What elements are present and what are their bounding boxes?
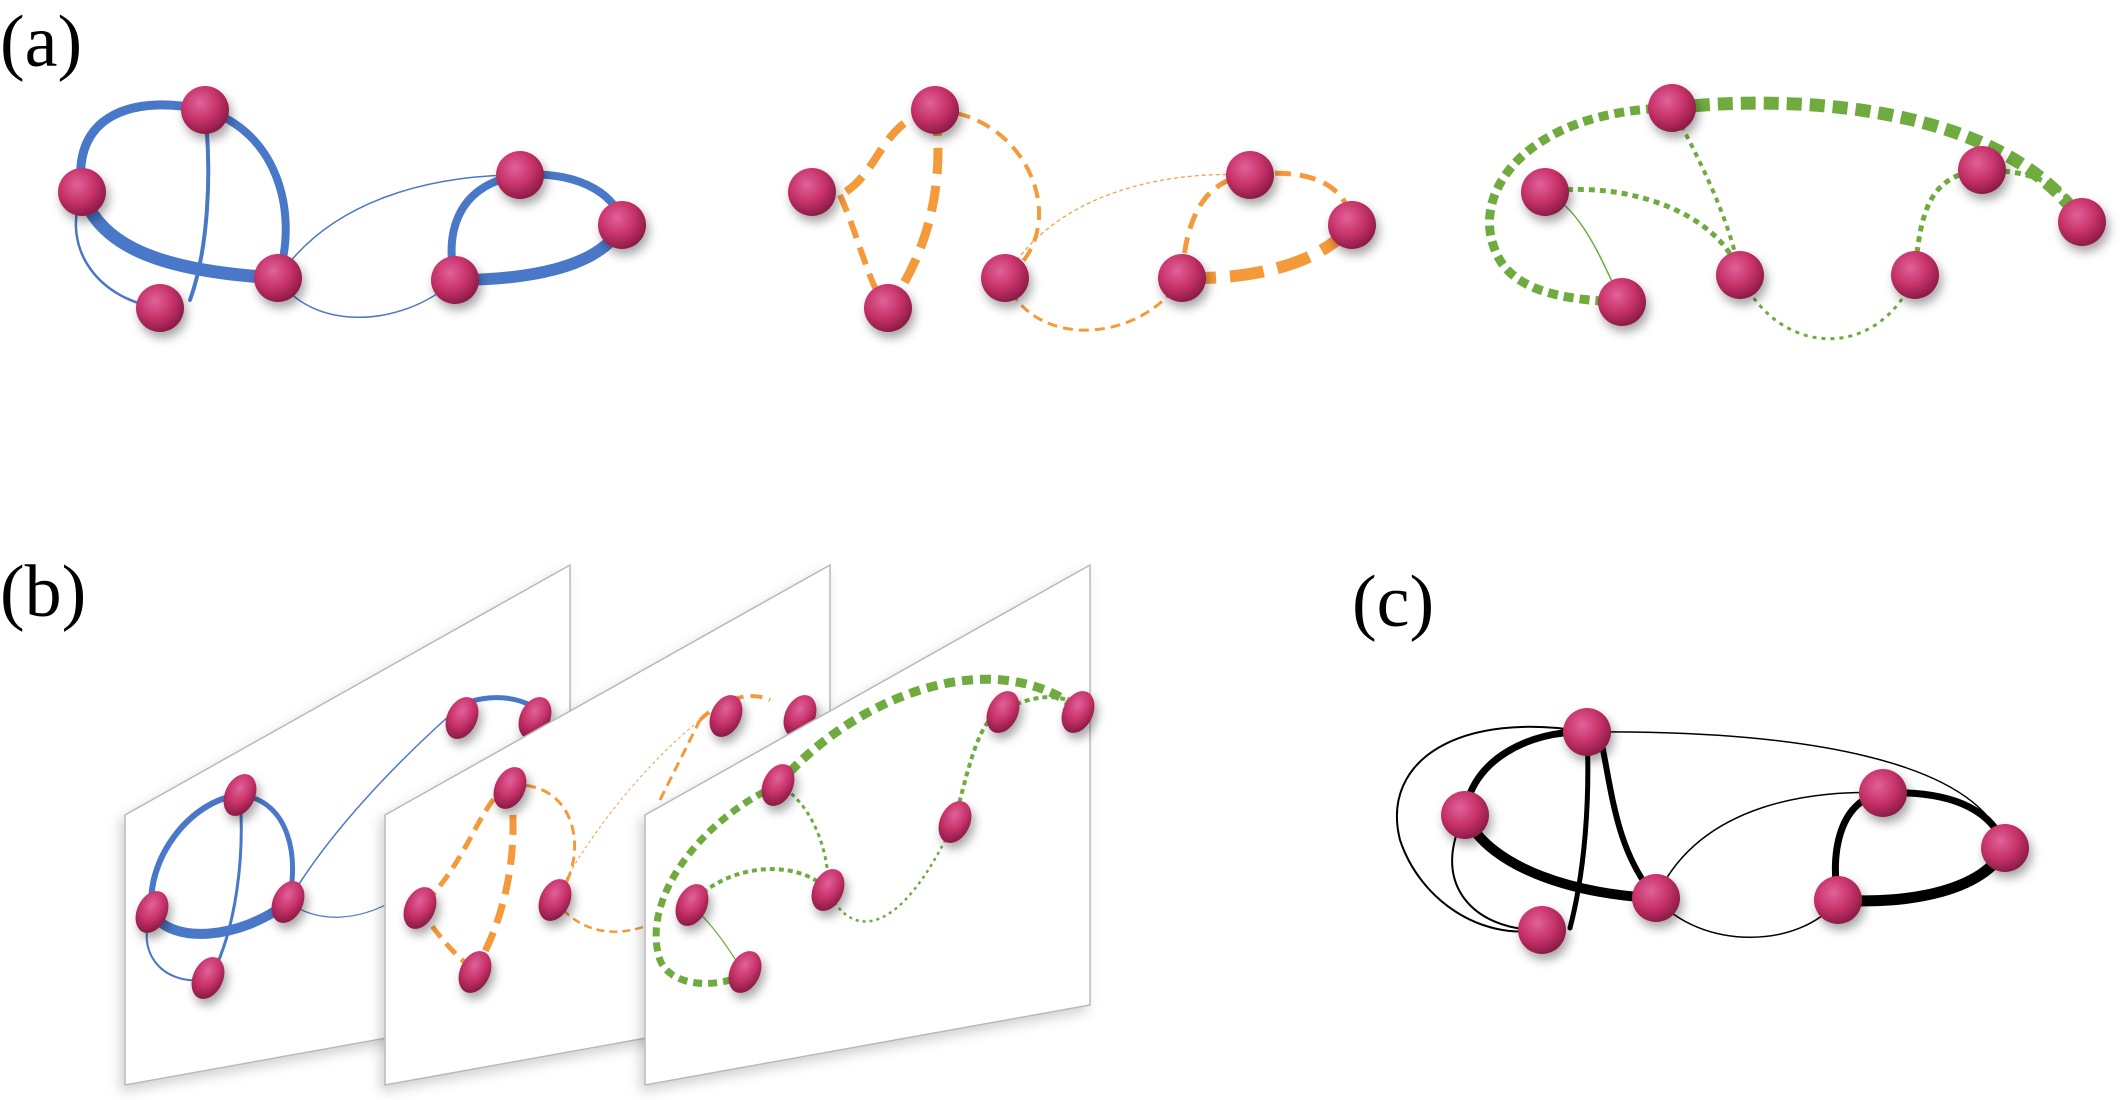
panel-label-a: (a) <box>0 1 82 83</box>
node <box>445 697 479 739</box>
edge <box>1181 221 1357 285</box>
node <box>223 774 257 816</box>
node <box>136 284 184 332</box>
node <box>181 86 229 134</box>
edge <box>774 674 1083 788</box>
node <box>1158 254 1206 302</box>
node <box>2058 198 2106 246</box>
layer-2-nodes <box>788 86 1376 332</box>
edge <box>201 106 290 282</box>
node <box>431 256 479 304</box>
edge <box>210 793 243 977</box>
edge <box>1738 274 1917 341</box>
panel-b <box>124 563 1095 1086</box>
edge <box>277 174 521 279</box>
node <box>1814 876 1862 924</box>
node <box>864 284 912 332</box>
edge <box>1655 897 1839 938</box>
edge <box>471 784 517 972</box>
node <box>254 254 302 302</box>
node <box>1958 146 2006 194</box>
edge <box>287 714 451 903</box>
edge <box>652 781 780 987</box>
layer-2-graph <box>837 106 1357 332</box>
node <box>58 168 106 216</box>
panel-label-b: (b) <box>0 551 86 633</box>
edge <box>884 109 943 311</box>
node <box>493 767 527 809</box>
aggregate-graph <box>1395 725 2011 938</box>
plane-1-nodes <box>135 697 552 999</box>
edge <box>1451 814 1541 931</box>
edge <box>1003 277 1184 332</box>
edge <box>509 783 576 901</box>
node <box>538 879 572 921</box>
edge <box>934 108 1042 280</box>
node <box>675 884 709 926</box>
edge <box>75 185 285 285</box>
node <box>1518 906 1566 954</box>
edge <box>826 819 957 923</box>
node <box>1716 251 1764 299</box>
node <box>709 695 743 737</box>
aggregate-nodes <box>1441 708 2029 954</box>
edge <box>777 783 830 891</box>
edge <box>1832 842 2011 907</box>
panel-label-c: (c) <box>1352 561 1434 643</box>
node <box>1328 201 1376 249</box>
node <box>1981 824 2029 872</box>
node <box>1859 769 1907 817</box>
panel-a <box>58 84 2106 341</box>
plane-2-nodes <box>403 695 817 993</box>
edge <box>277 277 456 318</box>
node <box>788 168 836 216</box>
edge <box>1485 103 1673 307</box>
node <box>1563 708 1611 756</box>
edge <box>1671 96 2088 226</box>
node <box>811 869 845 911</box>
node <box>1226 151 1274 199</box>
node <box>1648 84 1696 132</box>
node <box>986 691 1020 733</box>
edge <box>1567 729 1591 931</box>
node <box>981 254 1029 302</box>
node <box>1891 251 1939 299</box>
edge <box>1395 725 1588 933</box>
layer-3-nodes <box>1521 84 2106 326</box>
edge <box>449 219 628 286</box>
edge <box>1655 791 1884 899</box>
edge <box>554 719 701 901</box>
panel-c <box>1395 708 2029 954</box>
node <box>1441 791 1489 839</box>
node <box>598 201 646 249</box>
edge <box>1981 167 2085 223</box>
edge <box>1586 731 2006 849</box>
node <box>496 151 544 199</box>
node <box>1521 168 1569 216</box>
layer-1-nodes <box>58 86 646 332</box>
node <box>1061 691 1095 733</box>
edge <box>76 100 210 197</box>
node <box>403 887 437 929</box>
node <box>458 951 492 993</box>
node <box>938 801 972 843</box>
edge <box>658 719 702 801</box>
edge <box>1544 186 1743 276</box>
node <box>728 951 762 993</box>
node <box>761 764 795 806</box>
node <box>911 86 959 134</box>
edge <box>1004 173 1251 279</box>
edge <box>1597 732 1659 901</box>
edge <box>1249 170 1355 226</box>
node <box>1632 874 1680 922</box>
plane-3-nodes <box>675 691 1095 993</box>
node <box>135 891 169 933</box>
node <box>1598 278 1646 326</box>
node <box>191 957 225 999</box>
node <box>271 881 305 923</box>
layer-3-graph <box>1485 96 2088 341</box>
